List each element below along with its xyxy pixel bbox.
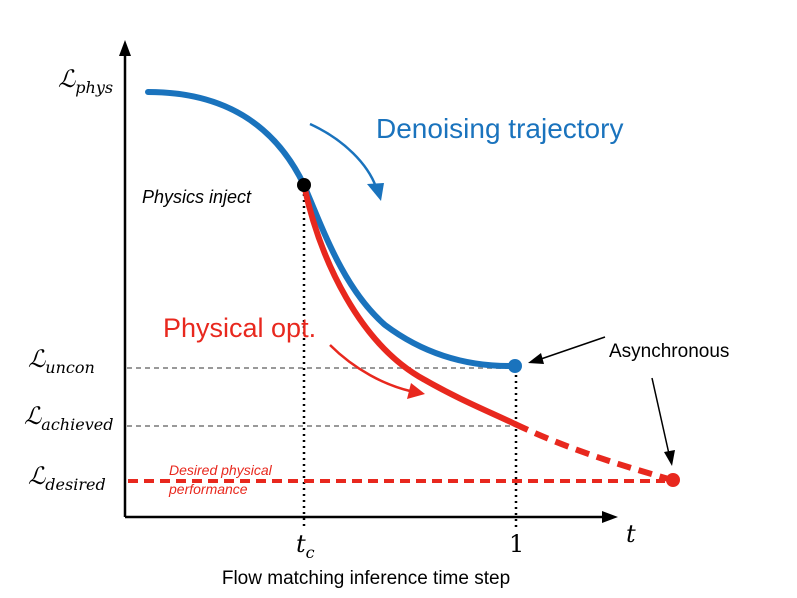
- denoising-label: Denoising trajectory: [376, 113, 623, 144]
- denoising-curve: [145, 89, 518, 370]
- label-t: t: [626, 520, 636, 548]
- x-axis-caption: Flow matching inference time step: [222, 568, 510, 589]
- desired-label-line2: performance: [168, 481, 248, 497]
- x-axis-arrowhead: [602, 511, 618, 523]
- asynchronous-label: Asynchronous: [609, 341, 729, 362]
- uncon-end-point: [508, 359, 522, 373]
- physical-opt-arrow: [329, 344, 425, 399]
- label-tc: tc: [296, 530, 315, 562]
- desired-label-line1: Desired physical: [169, 462, 273, 478]
- label-l-achieved: ℒachieved: [24, 402, 113, 434]
- y-axis-arrowhead: [119, 40, 131, 56]
- axes: [119, 40, 618, 523]
- denoising-arrow: [309, 122, 384, 201]
- vertical-guides: [302, 188, 518, 530]
- desired-end-point: [666, 473, 680, 487]
- label-l-phys: ℒphys: [58, 65, 113, 97]
- physics-inject-label: Physics inject: [142, 187, 252, 207]
- asynchronous-arrows: [528, 336, 675, 466]
- label-one: 1: [509, 530, 524, 558]
- label-l-desired: ℒdesired: [28, 462, 106, 494]
- physical-opt-curve: [301, 182, 518, 427]
- physical-opt-label: Physical opt.: [163, 313, 316, 343]
- label-l-uncon: ℒuncon: [28, 345, 95, 377]
- guide-lines: [127, 367, 515, 427]
- physics-inject-point: [297, 178, 311, 192]
- extrapolated-curve: [513, 421, 673, 483]
